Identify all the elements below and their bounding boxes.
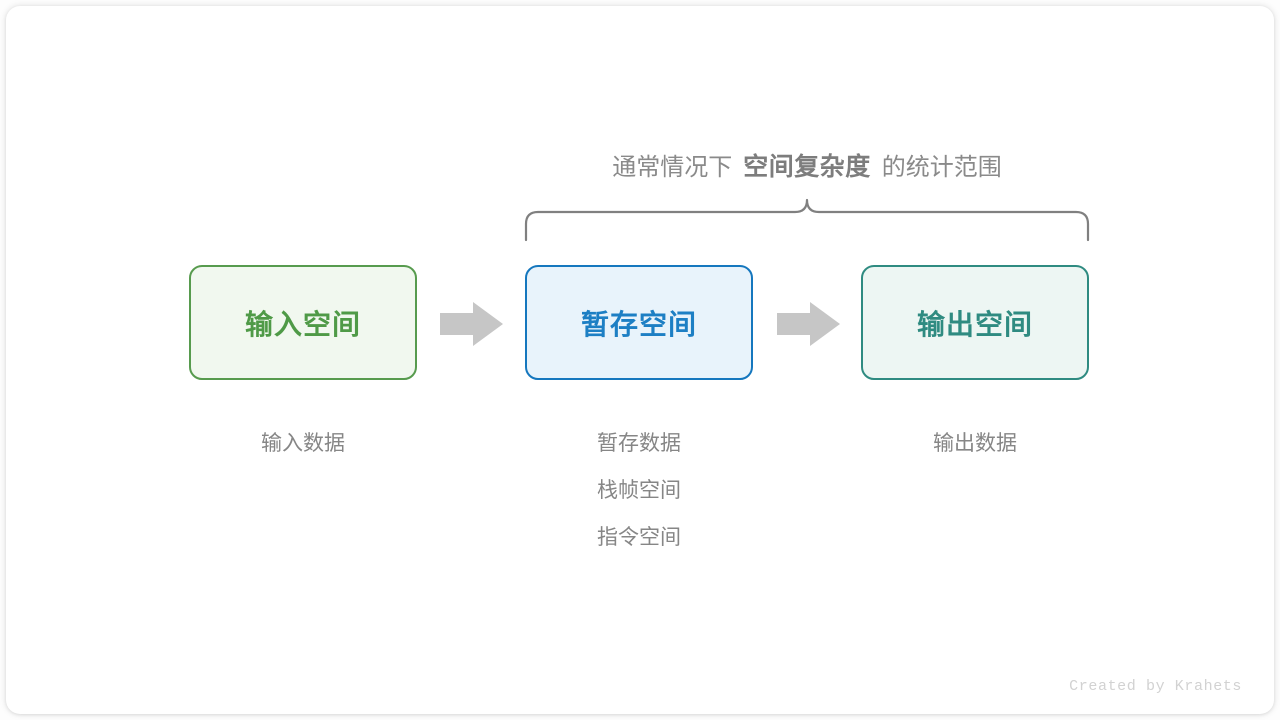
box-output-space[interactable]: 输出空间 — [861, 265, 1089, 380]
caption-input-column: 输入数据 — [189, 420, 417, 467]
box-input-space-label: 输入空间 — [244, 308, 361, 340]
brace-caption-emphasis: 空间复杂度 — [743, 153, 871, 181]
caption-item: 输入数据 — [261, 432, 345, 455]
caption-output-column: 输出数据 — [861, 420, 1089, 467]
box-input-space[interactable]: 输入空间 — [189, 265, 417, 380]
brace-caption: 通常情况下空间复杂度的统计范围 — [0, 148, 1280, 187]
caption-temp-column: 暂存数据 栈帧空间 指令空间 — [525, 420, 753, 561]
caption-item: 指令空间 — [597, 526, 681, 549]
caption-item: 暂存数据 — [597, 432, 681, 455]
caption-item: 输出数据 — [933, 432, 1017, 455]
right-arrow-icon — [777, 302, 840, 346]
caption-item: 栈帧空间 — [597, 479, 681, 502]
watermark: Created by Krahets — [1069, 678, 1242, 695]
brace-caption-suffix: 的统计范围 — [881, 154, 1002, 181]
box-temp-space[interactable]: 暂存空间 — [525, 265, 753, 380]
box-temp-space-label: 暂存空间 — [580, 308, 697, 340]
brace-caption-prefix: 通常情况下 — [612, 154, 733, 181]
curly-brace-icon — [524, 198, 1090, 242]
box-output-space-label: 输出空间 — [916, 308, 1033, 340]
right-arrow-icon — [440, 302, 503, 346]
